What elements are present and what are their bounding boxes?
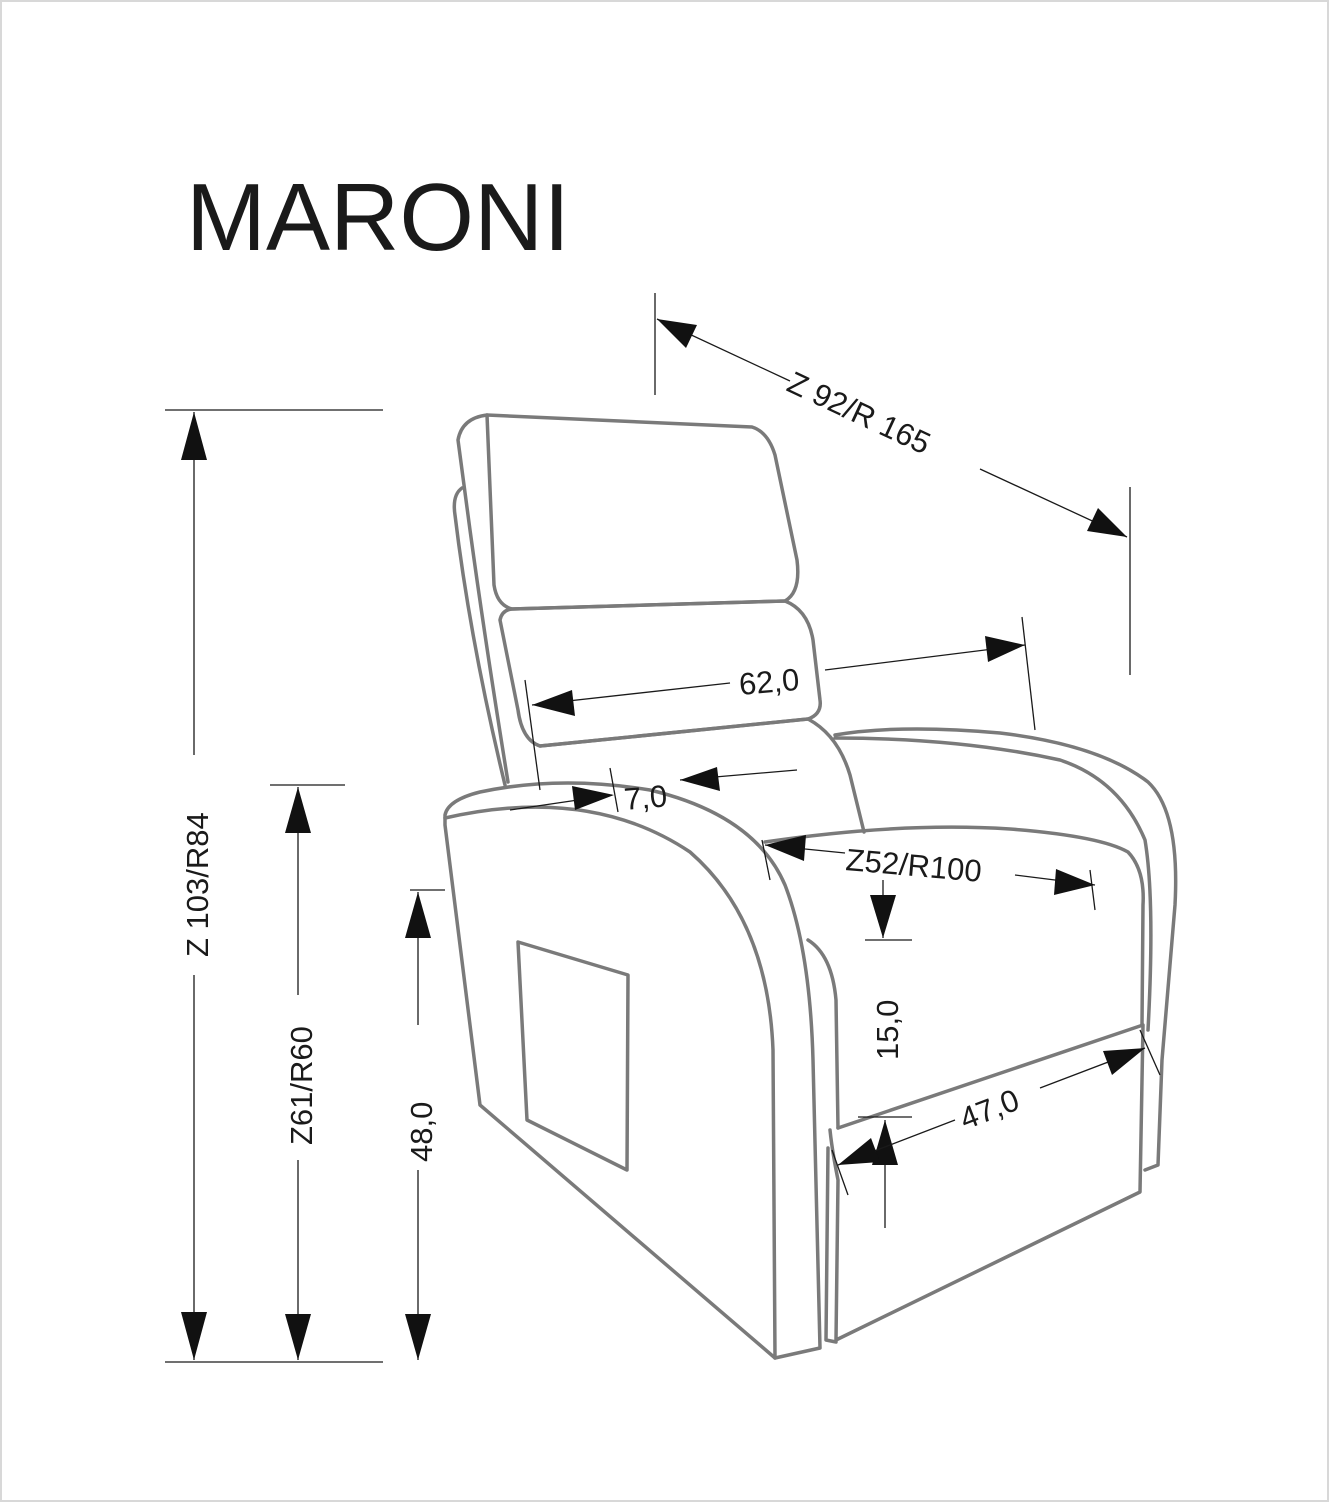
seat-front	[806, 938, 840, 1130]
backrest-back-panel	[452, 486, 507, 787]
arrow-icon	[765, 835, 806, 861]
depth-label: Z 92/R 165	[782, 365, 936, 462]
arrow-icon	[838, 1138, 880, 1165]
arrow-icon	[532, 690, 575, 716]
backrest-width-label: 62,0	[738, 662, 801, 702]
arrow-icon	[285, 1314, 311, 1360]
arrow-icon	[870, 895, 896, 938]
left-armrest	[443, 781, 822, 1360]
seat-width-label: 47,0	[955, 1082, 1024, 1136]
arrow-icon	[181, 1312, 207, 1360]
side-pocket	[516, 940, 630, 1172]
arrow-icon	[1054, 869, 1095, 895]
arrow-icon	[181, 412, 207, 460]
seat-depth-label: Z52/R100	[844, 842, 983, 889]
seat-cushion-height-label: 15,0	[870, 1000, 905, 1060]
seat-height-label: 48,0	[404, 1102, 439, 1162]
right-armrest-inner	[833, 736, 1153, 1032]
left-armrest-front	[443, 805, 777, 1360]
armrest-width-label: 7,0	[623, 778, 669, 817]
armrest-height-label: Z61/R60	[284, 1026, 319, 1145]
lower-back-cushion	[538, 717, 866, 834]
headrest-cushion	[485, 413, 800, 611]
seat-cushion	[763, 825, 1145, 1027]
arrow-icon	[680, 767, 720, 791]
product-title: MARONI	[186, 164, 570, 271]
footrest	[828, 1023, 1145, 1342]
arrow-icon	[572, 786, 614, 810]
backrest-rear-strip	[456, 413, 510, 784]
arrow-icon	[872, 1120, 898, 1165]
arrow-icon	[985, 636, 1025, 662]
arrow-icon	[405, 892, 431, 938]
arrow-icon	[657, 319, 697, 348]
total-height-label: Z 103/R84	[180, 812, 215, 957]
arrow-icon	[1087, 508, 1127, 537]
footrest-edge	[824, 1146, 838, 1344]
arrow-icon	[1103, 1048, 1145, 1075]
arrow-icon	[285, 787, 311, 833]
right-armrest	[833, 727, 1178, 1172]
recliner-chair-drawing	[443, 413, 1178, 1360]
arrow-icon	[405, 1314, 431, 1360]
